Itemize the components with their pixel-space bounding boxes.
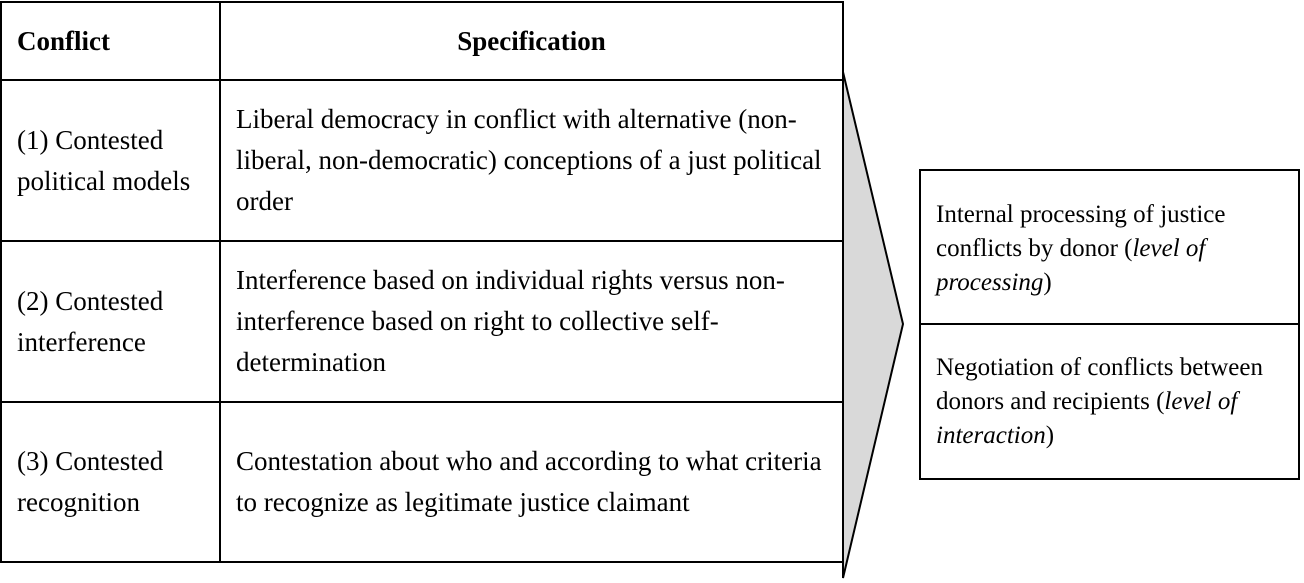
row-2-conflict: (2) Contested interference (17, 285, 164, 357)
level-interaction-term: level of interaction (936, 387, 1238, 449)
row-1-conflict: (1) Contested political models (17, 124, 191, 196)
table-border (0, 1, 844, 563)
level-interaction-text: Negotiation of conflicts between donors … (936, 351, 1289, 453)
row-3-conflict: (3) Contested recognition (17, 446, 164, 517)
row-2-specification: Interference based on individual rights … (236, 265, 785, 377)
level-interaction-box: Negotiation of conflicts between donors … (920, 324, 1299, 479)
header-conflict: Conflict (17, 25, 110, 56)
level-processing-close: ) (1043, 269, 1052, 296)
row-1-specification: Liberal democracy in conflict with alter… (236, 104, 822, 216)
level-processing-text: Internal processing of justice conflicts… (936, 198, 1289, 300)
arrow-shape (842, 71, 905, 579)
header-specification: Specification (457, 25, 606, 56)
level-interaction-label: Negotiation of conflicts between donors … (936, 353, 1263, 415)
level-processing-label: Internal processing of justice conflicts… (936, 201, 1226, 262)
row-3-specification: Contestation about who and according to … (236, 446, 822, 517)
level-processing-term: level of processing (936, 235, 1206, 296)
level-processing-box: Internal processing of justice conflicts… (920, 174, 1299, 324)
level-interaction-close: ) (1045, 421, 1055, 449)
